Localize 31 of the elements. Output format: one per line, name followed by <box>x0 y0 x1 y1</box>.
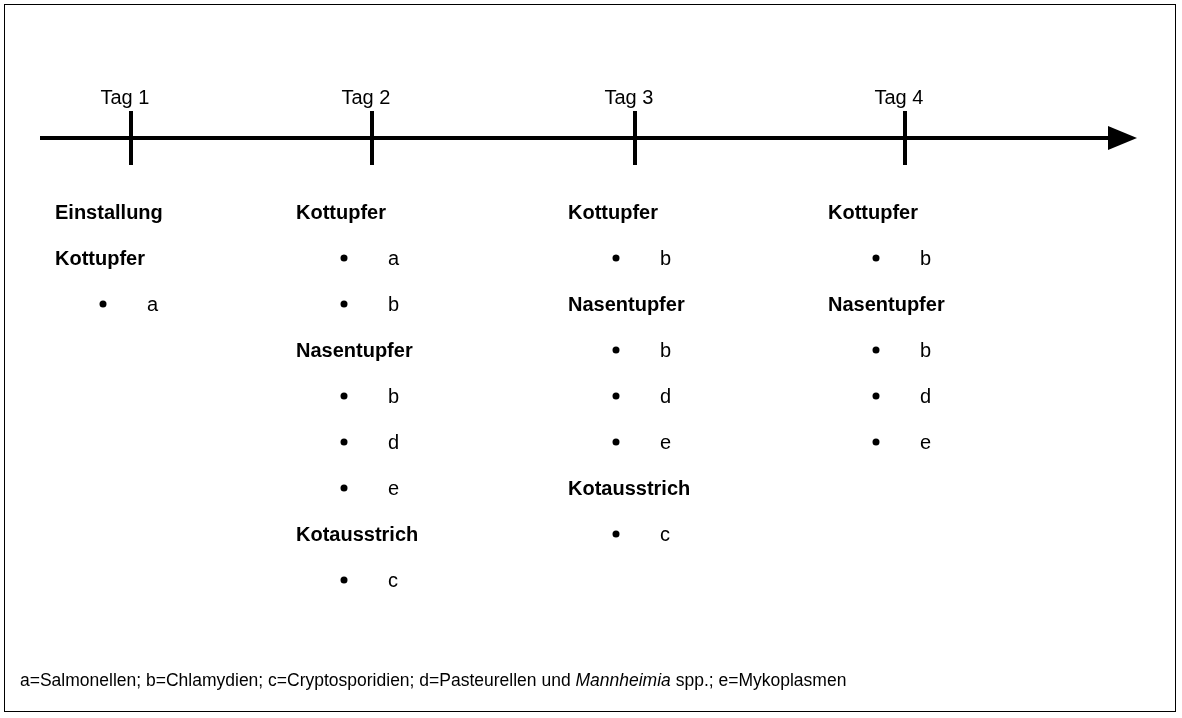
pathogen-item: b <box>660 246 672 270</box>
sample-heading: Kottupfer <box>55 246 145 270</box>
day-label: Tag 2 <box>341 85 391 109</box>
pathogen-item: c <box>388 568 398 592</box>
sample-heading: Einstallung <box>55 200 163 224</box>
sample-heading: Kotausstrich <box>568 476 691 500</box>
pathogen-item: b <box>388 292 400 316</box>
sample-heading: Nasentupfer <box>296 338 413 362</box>
pathogen-item: e <box>388 476 400 500</box>
day-label: Tag 1 <box>100 85 150 109</box>
pathogen-item: b <box>660 338 672 362</box>
sample-heading: Kottupfer <box>828 200 918 224</box>
pathogen-item: e <box>660 430 672 454</box>
pathogen-item: d <box>660 384 672 408</box>
sample-heading: Kotausstrich <box>296 522 419 546</box>
sample-heading: Nasentupfer <box>828 292 945 316</box>
pathogen-item: d <box>920 384 932 408</box>
pathogen-item: e <box>920 430 932 454</box>
pathogen-item: a <box>388 246 400 270</box>
pathogen-item: c <box>660 522 670 546</box>
pathogen-item: a <box>147 292 159 316</box>
pathogen-item: b <box>920 338 932 362</box>
day-label: Tag 3 <box>604 85 654 109</box>
sample-heading: Kottupfer <box>568 200 658 224</box>
pathogen-item: b <box>920 246 932 270</box>
day-label: Tag 4 <box>874 85 924 109</box>
sample-heading: Nasentupfer <box>568 292 685 316</box>
footnote: a=Salmonellen; b=Chlamydien; c=Cryptosporidien; d=Pasteurellen und Mannheimia spp.; e=Mykoplasmen <box>20 669 847 692</box>
sample-heading: Kottupfer <box>296 200 386 224</box>
pathogen-item: b <box>388 384 400 408</box>
pathogen-item: d <box>388 430 400 454</box>
